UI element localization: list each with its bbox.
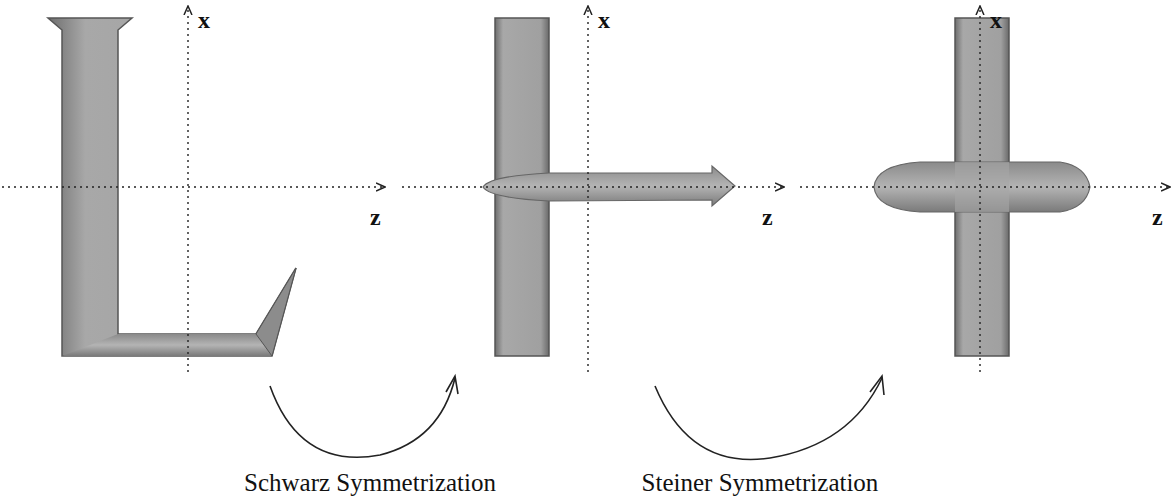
transform-arrows [270,376,884,460]
axis-label: x [198,8,210,32]
axis-label: z [762,205,773,229]
axis-label: x [990,8,1002,32]
axis-label: x [598,8,610,32]
caption: Steiner Symmetrization [642,470,879,495]
axis-label: z [370,205,381,229]
axis-label: z [1152,205,1163,229]
axes [2,6,1170,372]
caption: Schwarz Symmetrization [244,470,496,495]
